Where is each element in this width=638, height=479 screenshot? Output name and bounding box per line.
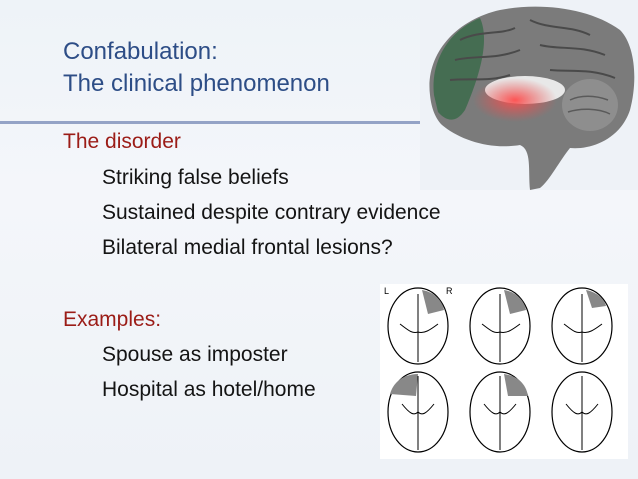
lesion-shading xyxy=(390,374,418,396)
heading-examples: Examples: xyxy=(63,308,162,331)
title-line-1: Confabulation: xyxy=(63,38,218,65)
lesion-shading xyxy=(504,374,528,396)
right-label: R xyxy=(446,286,453,296)
list-item: Sustained despite contrary evidence xyxy=(102,201,441,224)
lesion-shading xyxy=(586,290,606,308)
list-item: Spouse as imposter xyxy=(102,343,288,366)
title-line-2: The clinical phenomenon xyxy=(63,70,330,97)
sagittal-brain-image xyxy=(420,0,638,190)
slide-title: Confabulation: The clinical phenomenon xyxy=(63,36,330,100)
axial-scans-figure: L R xyxy=(380,284,628,459)
list-item: Bilateral medial frontal lesions? xyxy=(102,236,393,259)
list-item: Striking false beliefs xyxy=(102,166,289,189)
lesion-shading xyxy=(504,290,526,314)
lesion-shading xyxy=(422,290,444,314)
left-label: L xyxy=(384,286,389,296)
heading-disorder: The disorder xyxy=(63,130,181,153)
list-item: Hospital as hotel/home xyxy=(102,378,316,401)
title-divider xyxy=(0,121,430,124)
